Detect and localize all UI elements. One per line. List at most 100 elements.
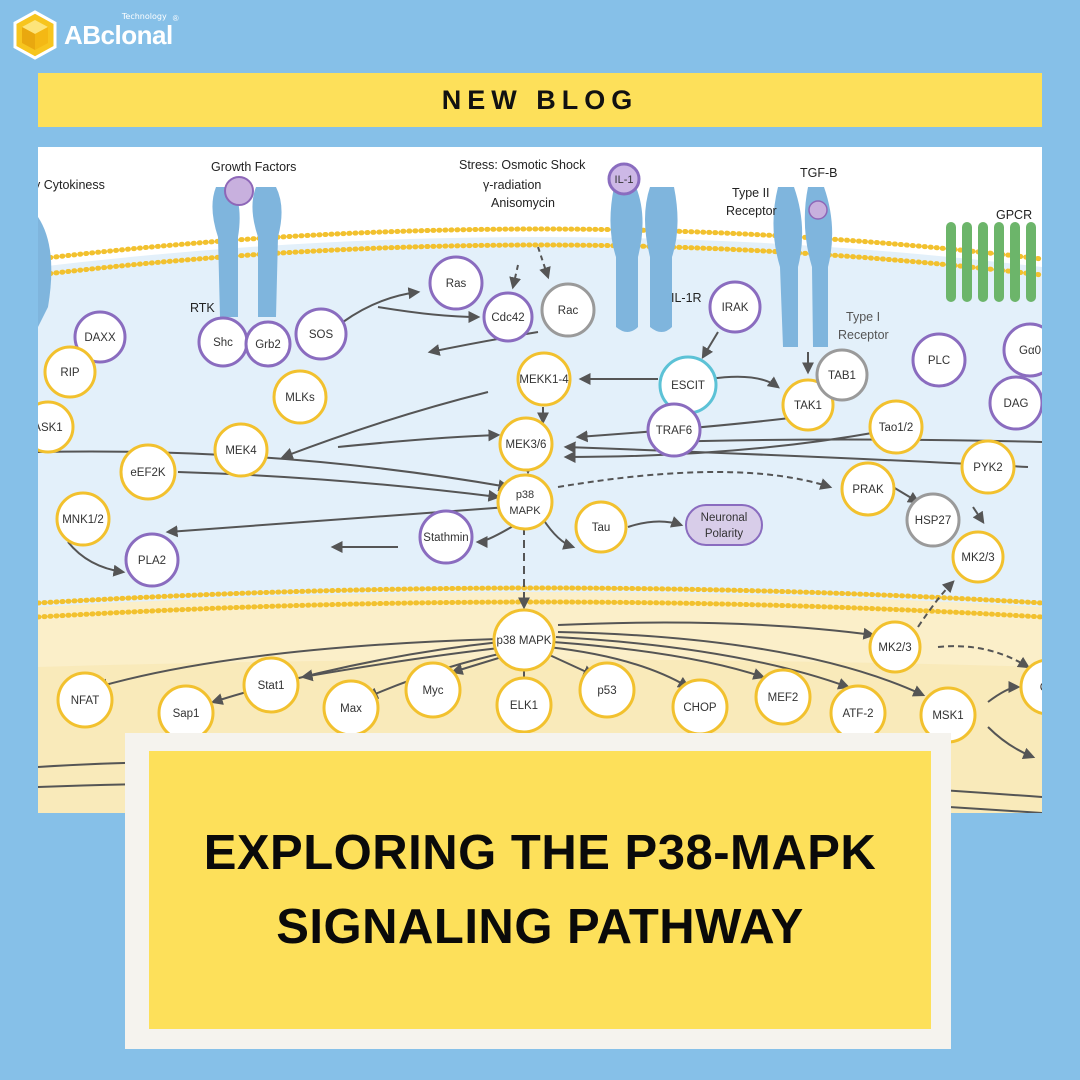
svg-text:Receptor: Receptor [838, 328, 889, 342]
svg-text:Type II: Type II [732, 186, 770, 200]
shc-label: Shc [213, 337, 233, 349]
pyk2-node: PYK2 [960, 439, 1016, 495]
mk23b-node: MK2/3 [868, 620, 922, 674]
svg-text:Anisomycin: Anisomycin [491, 196, 555, 210]
svg-text:Stress: Osmotic Shock: Stress: Osmotic Shock [459, 158, 586, 172]
diagram-labels: y Cytokiness Growth Factors Stress: Osmo… [38, 158, 1032, 342]
brand-tagline: Technology [121, 11, 167, 21]
svg-text:Growth Factors: Growth Factors [211, 160, 296, 174]
svg-text:y Cytokiness: y Cytokiness [38, 178, 105, 192]
neuronal2-label: Polarity [705, 528, 744, 540]
grb2-label: Grb2 [255, 339, 281, 351]
prak-node: PRAK [840, 461, 896, 517]
ask1-label: ASK1 [38, 422, 63, 434]
mlks-label: MLKs [285, 392, 315, 404]
nfat-node: NFAT [56, 671, 114, 729]
cr-node: CR [1019, 659, 1042, 715]
stat1-node: Stat1 [242, 656, 300, 714]
sap1-node: Sap1 [157, 684, 215, 742]
chop-label: CHOP [683, 702, 717, 714]
pla2-label: PLA2 [138, 555, 166, 567]
pyk2-label: PYK2 [973, 462, 1002, 474]
ras-label: Ras [446, 278, 467, 290]
myc-node: Myc [404, 661, 462, 719]
tab1-label: TAB1 [828, 370, 856, 382]
rac-label: Rac [558, 305, 579, 317]
p38nuc-label: p38 MAPK [497, 635, 552, 647]
cell-membrane-inner [38, 242, 1042, 278]
svg-text:Type I: Type I [846, 310, 880, 324]
plc-node: PLC [911, 332, 967, 388]
svg-text:TGF-B: TGF-B [800, 166, 838, 180]
svg-text:γ-radiation: γ-radiation [483, 178, 541, 192]
tak1-node: TAK1 [781, 378, 835, 432]
pathway-svg: y Cytokiness Growth Factors Stress: Osmo… [38, 158, 1042, 813]
mk23b-label: MK2/3 [878, 642, 911, 654]
irak-node: IRAK [708, 280, 762, 334]
chop-node: CHOP [671, 678, 729, 736]
brand-logo[interactable]: ABclonal Technology ® [12, 8, 179, 62]
nuclear-membrane [38, 585, 1042, 606]
cell-membrane [38, 226, 1042, 262]
ask1-node: ASK1 [38, 400, 75, 454]
tau-node: Tau [574, 500, 628, 554]
mnk12-node: MNK1/2 [55, 491, 111, 547]
daxx-node: DAXX [73, 310, 127, 364]
sos-node: SOS [294, 307, 348, 361]
tgf-receptor [773, 187, 833, 347]
prak-label: PRAK [852, 484, 884, 496]
cdc42-label: Cdc42 [491, 312, 524, 324]
tao12-label: Tao1/2 [879, 422, 914, 434]
msk1-label: MSK1 [932, 710, 963, 722]
cdc42-node: Cdc42 [482, 291, 534, 343]
title-frame: EXPLORING THE P38-MAPK SIGNALING PATHWAY [125, 733, 951, 1049]
registered-mark: ® [172, 13, 179, 23]
rtk-receptor [212, 176, 282, 317]
il1-node: IL-1 [607, 162, 641, 196]
new-blog-banner: NEW BLOG [38, 73, 1042, 127]
nuclear-p38-mapk-node: p38 MAPK [492, 608, 556, 672]
daxx-label: DAXX [84, 332, 116, 344]
traf6-node: TRAF6 [646, 402, 702, 458]
eef2k-label: eEF2K [130, 467, 165, 479]
banner-label: NEW BLOG [441, 84, 639, 115]
tgf-ligand [808, 200, 828, 220]
tao12-node: Tao1/2 [868, 399, 924, 455]
mk23a-node: MK2/3 [951, 530, 1005, 584]
nuclear-membrane-inner [38, 599, 1042, 620]
p38-label: p38 [516, 489, 534, 501]
escit-label: ESCIT [671, 380, 705, 392]
rip-label: RIP [60, 367, 80, 379]
brand-name: ABclonal [64, 19, 173, 50]
plc-label: PLC [928, 355, 950, 367]
atf2-node: ATF-2 [829, 684, 887, 742]
max-label: Max [340, 703, 362, 715]
mek4-node: MEK4 [213, 422, 269, 478]
pathway-diagram: y Cytokiness Growth Factors Stress: Osmo… [38, 147, 1042, 813]
gq-label: Gα0 [1019, 345, 1041, 357]
sap1-label: Sap1 [173, 708, 200, 720]
tau-label: Tau [592, 522, 611, 534]
svg-text:Receptor: Receptor [726, 204, 777, 218]
gpcr-receptor [946, 222, 1036, 302]
mlks-node: MLKs [272, 369, 328, 425]
dag-node: DAG [988, 375, 1042, 431]
stathmin-label: Stathmin [423, 532, 468, 544]
mek4-label: MEK4 [225, 445, 257, 457]
sos-label: SOS [309, 329, 334, 341]
max-node: Max [322, 679, 380, 737]
mk23a-label: MK2/3 [961, 552, 994, 564]
eef2k-node: eEF2K [119, 443, 177, 501]
hsp27-label: HSP27 [915, 515, 951, 527]
elk1-label: ELK1 [510, 700, 538, 712]
cr-label: CR [1040, 682, 1042, 694]
growth-factor-ligand [224, 176, 254, 206]
ras-node: Ras [428, 255, 484, 311]
mek36-node: MEK3/6 [498, 416, 554, 472]
atf2-label: ATF-2 [842, 708, 873, 720]
nfat-label: NFAT [71, 695, 100, 707]
tab1-node: TAB1 [815, 348, 869, 402]
svg-text:GPCR: GPCR [996, 208, 1032, 222]
